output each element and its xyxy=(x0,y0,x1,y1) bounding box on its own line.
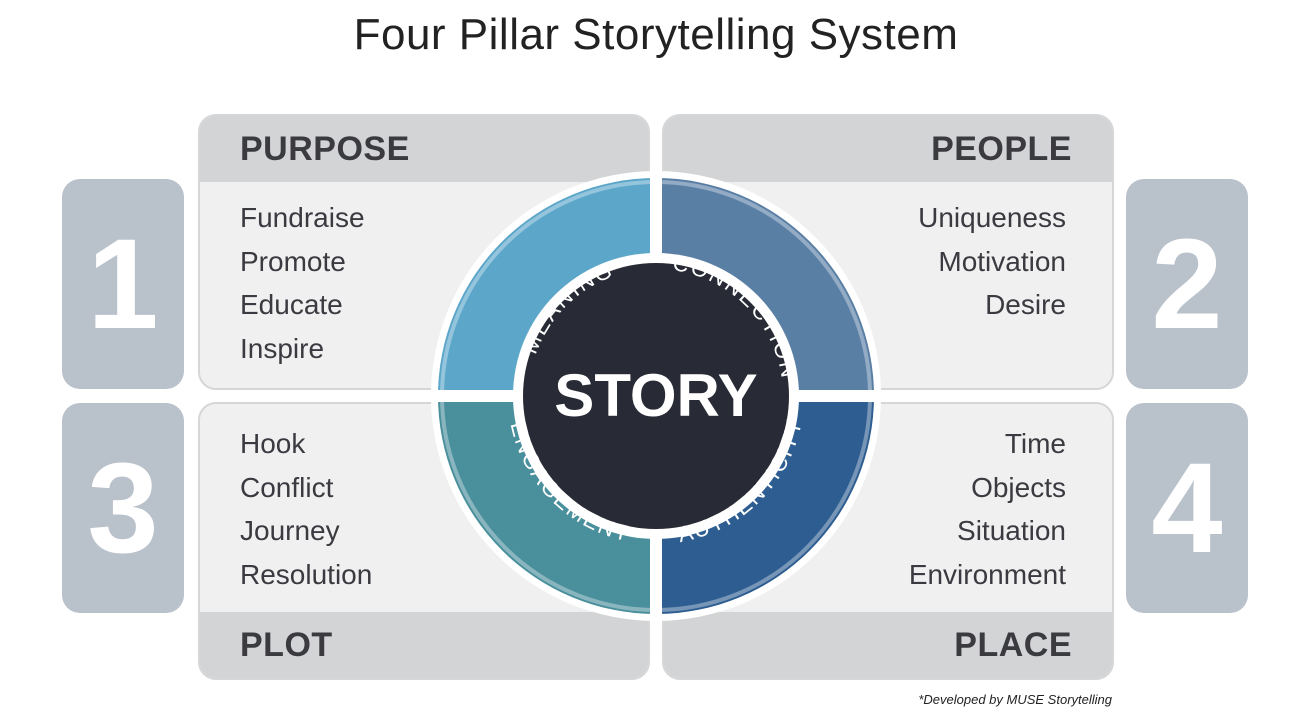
list-item: Desire xyxy=(985,289,1066,320)
pillar-number-3: 3 xyxy=(62,403,184,613)
purpose-heading: PURPOSE xyxy=(200,116,648,182)
center-circle xyxy=(523,263,789,529)
plot-heading: PLOT xyxy=(200,612,648,678)
list-item: Conflict xyxy=(240,471,334,503)
people-panel: PEOPLE Uniqueness Motivation Desire xyxy=(662,114,1114,390)
plot-list: Hook Conflict Journey Resolution xyxy=(240,422,372,596)
list-item: Objects xyxy=(971,471,1066,503)
list-item: Environment xyxy=(908,558,1066,590)
list-item: Journey xyxy=(240,515,340,546)
people-heading: PEOPLE xyxy=(664,116,1112,182)
list-item: Inspire xyxy=(240,332,325,364)
people-list: Uniqueness Motivation Desire xyxy=(918,196,1066,327)
page-title: Four Pillar Storytelling System xyxy=(353,10,959,59)
list-item: Fundraise xyxy=(240,202,365,233)
engagement-segment xyxy=(438,396,656,614)
place-panel: Time Objects Situation Environment PLACE xyxy=(662,402,1114,680)
list-item: Promote xyxy=(240,245,346,277)
list-item: Time xyxy=(1004,428,1066,459)
meaning-segment xyxy=(438,178,656,396)
connection-segment xyxy=(656,178,874,396)
list-item: Uniqueness xyxy=(918,202,1066,233)
pillar-number-2: 2 xyxy=(1126,179,1248,389)
pillar-number-4: 4 xyxy=(1126,403,1248,613)
list-item: Situation xyxy=(957,515,1066,546)
purpose-list: Fundraise Promote Educate Inspire xyxy=(240,196,365,370)
center-label: STORY xyxy=(554,362,757,429)
pillar-number-1: 1 xyxy=(62,179,184,389)
place-list: Time Objects Situation Environment xyxy=(909,422,1066,596)
list-item: Hook xyxy=(240,428,306,459)
authenticity-segment xyxy=(656,396,874,614)
list-item: Resolution xyxy=(240,558,373,590)
footnote: *Developed by MUSE Storytelling xyxy=(918,692,1112,707)
list-item: Motivation xyxy=(938,245,1066,277)
list-item: Educate xyxy=(240,289,343,320)
place-heading: PLACE xyxy=(664,612,1112,678)
